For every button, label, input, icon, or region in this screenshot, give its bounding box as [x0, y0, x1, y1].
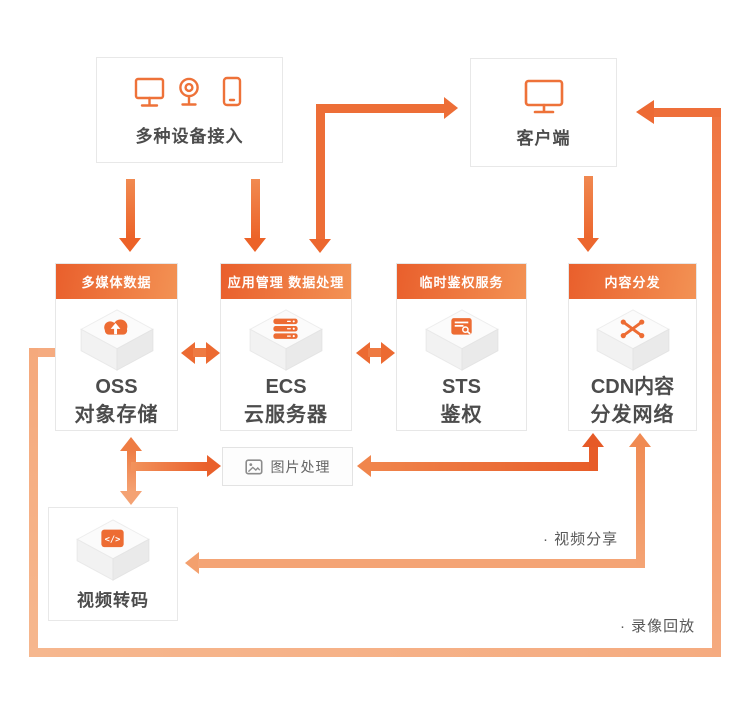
network-cube-icon: [595, 309, 670, 371]
oss-subtitle: 对象存储: [74, 404, 159, 426]
code-cube-icon: </>: [76, 518, 150, 581]
cdn-title: CDN内容: [590, 376, 675, 398]
monitor-icon: [134, 77, 164, 107]
picture-icon: [244, 458, 263, 475]
phone-icon: [222, 76, 241, 106]
node-ecs: 应用管理 数据处理 ECS 云服务器: [220, 263, 352, 431]
cdn-header: 内容分发: [569, 264, 696, 299]
image-processing-label: 图片处理: [270, 458, 331, 475]
devices-label: 多种设备接入: [135, 126, 244, 146]
node-image-processing: 图片处理: [222, 447, 353, 486]
node-sts: 临时鉴权服务 STS 鉴权: [396, 263, 527, 431]
cloud-storage-cube-icon: [79, 309, 154, 371]
sts-subtitle: 鉴权: [440, 404, 483, 426]
cdn-subtitle: 分发网络: [590, 404, 675, 426]
monitor-icon: [524, 79, 563, 113]
annotation-video-share: · 视频分享: [543, 531, 619, 548]
video-transcode-label: 视频转码: [77, 590, 149, 610]
device-icons: [134, 76, 241, 107]
oss-title: OSS: [95, 376, 138, 398]
node-video-transcode: </> 视频转码: [48, 507, 178, 621]
ecs-title: ECS: [265, 376, 307, 398]
client-label: 客户端: [516, 128, 571, 148]
server-cube-icon: [249, 309, 323, 371]
sts-header: 临时鉴权服务: [397, 264, 526, 299]
ecs-header: 应用管理 数据处理: [221, 264, 351, 299]
svg-text:</>: </>: [105, 534, 121, 544]
oss-header: 多媒体数据: [56, 264, 177, 299]
sts-title: STS: [442, 376, 481, 398]
credential-cube-icon: [424, 309, 499, 371]
node-oss: 多媒体数据 OSS 对象存储: [55, 263, 178, 431]
webcam-icon: [178, 77, 199, 106]
node-cdn: 内容分发 CDN内容 分发网络: [568, 263, 697, 431]
node-client: 客户端: [470, 58, 617, 167]
ecs-subtitle: 云服务器: [244, 404, 328, 426]
node-devices: 多种设备接入: [96, 57, 283, 163]
annotation-video-playback: · 录像回放: [620, 618, 696, 635]
